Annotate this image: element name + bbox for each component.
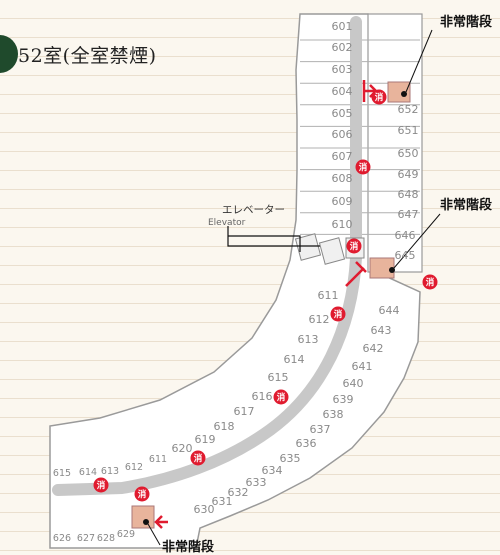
room-walls: [300, 39, 420, 235]
room-number: 652: [398, 103, 419, 116]
extinguisher-icon: 消: [355, 159, 371, 175]
stairs-dot: [389, 267, 395, 273]
room-number: 614: [79, 467, 97, 478]
room-number: 635: [280, 452, 301, 465]
room-number: 613: [101, 466, 119, 477]
corridor: [52, 16, 362, 496]
room-number: 633: [246, 476, 267, 489]
room-number: 618: [214, 420, 235, 433]
svg-text:消: 消: [350, 241, 359, 252]
elevator-shaft: [294, 233, 322, 261]
room-number: 616: [252, 390, 273, 403]
room-number: 629: [117, 529, 135, 540]
room-number: 637: [310, 423, 331, 436]
stairs-dot: [401, 91, 407, 97]
room-number: 649: [398, 168, 419, 181]
extinguisher-icon: 消: [93, 477, 109, 493]
room-number: 604: [332, 85, 353, 98]
room-number: 608: [332, 172, 353, 185]
stairs-dot: [143, 519, 149, 525]
room-number: 619: [195, 433, 216, 446]
room-number: 630: [194, 503, 215, 516]
extinguisher-icon: 消: [134, 486, 150, 502]
svg-text:消: 消: [194, 453, 203, 464]
room-number: 611: [149, 454, 167, 465]
room-number: 607: [332, 150, 353, 163]
room-number: 641: [352, 360, 373, 373]
room-number: 612: [125, 462, 143, 473]
room-number: 603: [332, 63, 353, 76]
svg-text:消: 消: [426, 277, 435, 288]
room-number: 645: [395, 249, 416, 262]
room-number: 615: [268, 371, 289, 384]
room-number: 628: [97, 533, 115, 544]
room-number: 617: [234, 405, 255, 418]
room-number: 642: [363, 342, 384, 355]
svg-text:消: 消: [138, 489, 147, 500]
extinguisher-icon: 消: [346, 238, 362, 254]
elevator-shaft: [318, 237, 346, 265]
svg-text:消: 消: [277, 392, 286, 403]
elevator-label-jp: エレベーター: [222, 204, 285, 216]
north-wing: [367, 13, 423, 273]
room-number: 610: [332, 218, 353, 231]
stairs-top: [387, 81, 411, 103]
elevator-leader: [227, 226, 320, 247]
room-number: 639: [333, 393, 354, 406]
room-number: 601: [332, 20, 353, 33]
exit-arrow: [154, 515, 168, 529]
room-number: 620: [172, 442, 193, 455]
emergency-stairs-label: 非常階段: [440, 197, 492, 213]
room-number: 632: [228, 486, 249, 499]
svg-text:消: 消: [97, 480, 106, 491]
stairs-leader: [393, 213, 441, 269]
room-number: 611: [318, 289, 339, 302]
elevator-leader: [228, 235, 301, 252]
room-number: 650: [398, 147, 419, 160]
room-number: 613: [298, 333, 319, 346]
room-number: 634: [262, 464, 283, 477]
room-number: 627: [77, 533, 95, 544]
extinguisher-icon: 消: [190, 450, 206, 466]
room-number: 648: [398, 188, 419, 201]
extinguisher-icon: 消: [422, 274, 438, 290]
page-title: 52室(全室禁煙): [18, 45, 157, 67]
stairs-leader: [405, 29, 433, 93]
room-number: 609: [332, 195, 353, 208]
room-number: 644: [379, 304, 400, 317]
room-number: 647: [398, 208, 419, 221]
room-number: 605: [332, 107, 353, 120]
room-number: 631: [212, 495, 233, 508]
room-number: 602: [332, 41, 353, 54]
room-number: 614: [284, 353, 305, 366]
stairs-leader: [147, 523, 161, 546]
floor-badge: [0, 35, 18, 73]
emergency-stairs-label: 非常階段: [162, 539, 214, 555]
elevator-label-en: Elevator: [208, 218, 246, 228]
room-number: 612: [309, 313, 330, 326]
room-number: 615: [53, 468, 71, 479]
room-number: 640: [343, 377, 364, 390]
stairs-bottom: [131, 505, 155, 529]
room-number: 636: [296, 437, 317, 450]
extinguisher-icon: 消: [330, 306, 346, 322]
extinguisher-icon: 消: [371, 89, 387, 105]
room-number: 638: [323, 408, 344, 421]
room-numbers: 601 602 603 604 605 606 607 608 609 610 611 612 613 6…: [53, 20, 419, 544]
room-number: 626: [53, 533, 71, 544]
room-number: 646: [395, 229, 416, 242]
room-number: 643: [371, 324, 392, 337]
svg-text:消: 消: [334, 309, 343, 320]
emergency-stairs-label: 非常階段: [440, 14, 492, 30]
svg-text:消: 消: [375, 92, 384, 103]
svg-text:消: 消: [359, 162, 368, 173]
room-number: 606: [332, 128, 353, 141]
exit-arrow: [345, 261, 367, 287]
room-number: 651: [398, 124, 419, 137]
extinguisher-icon: 消: [273, 389, 289, 405]
